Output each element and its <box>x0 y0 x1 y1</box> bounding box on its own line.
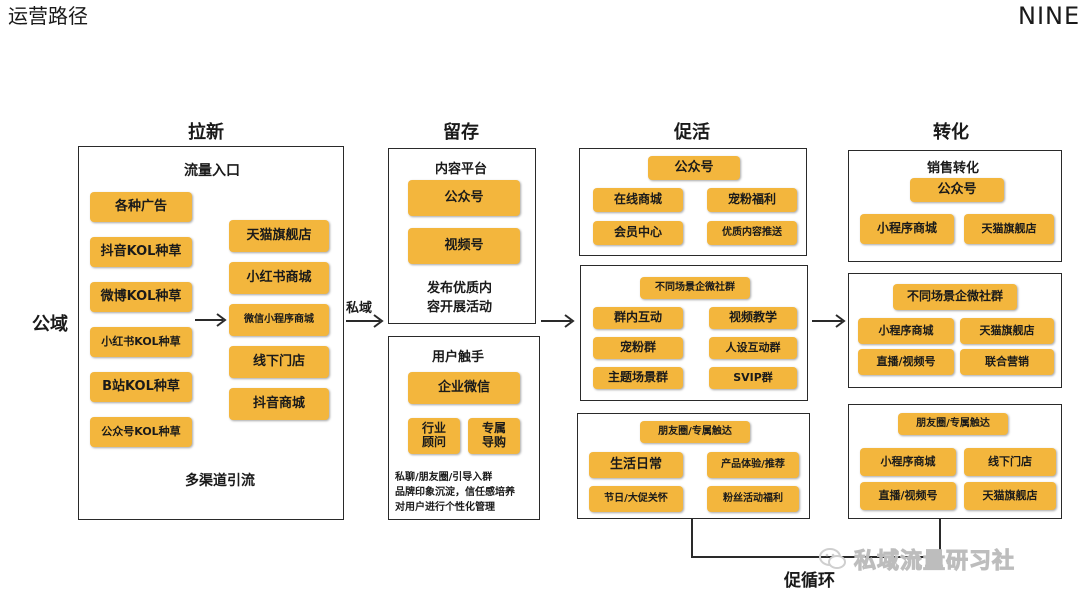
cuohuo-moments-item: 粉丝活动福利 <box>707 486 799 512</box>
liucun-touch-guide: 专属 导购 <box>468 418 520 454</box>
private-domain-label: 私域 <box>346 301 373 316</box>
advisor-line: 顾问 <box>421 435 446 449</box>
liucun-touch-advisor: 行业 顾问 <box>408 418 460 454</box>
watermark-text: 私域流量研习社 <box>853 549 1016 575</box>
cuohuo-community-item: SVIP群 <box>709 367 797 389</box>
zhuanhua-sales-title: 销售转化 <box>927 161 980 176</box>
cuohuo-community-head: 不同场景企微社群 <box>640 277 750 299</box>
cuohuo-community-item: 人设互动群 <box>709 337 797 359</box>
liucun-touch-main: 企业微信 <box>408 372 520 404</box>
wechat-icon <box>819 548 846 569</box>
guide-line: 导购 <box>481 435 506 449</box>
zhuanhua-moments-item: 天猫旗舰店 <box>964 482 1056 510</box>
liucun-content-item: 公众号 <box>408 180 520 216</box>
cuohuo-community-item: 宠粉群 <box>593 337 683 359</box>
zhuanhua-community-item: 天猫旗舰店 <box>960 318 1054 344</box>
lanxin-right-item: 小红书商城 <box>229 262 329 294</box>
cuohuo-official-head: 公众号 <box>648 156 740 180</box>
lanxin-left-item: 小红书KOL种草 <box>90 327 192 357</box>
advisor-line: 行业 <box>421 421 446 436</box>
zhuanhua-sales-item: 小程序商城 <box>860 214 954 244</box>
arrow-icon <box>812 314 846 328</box>
arrow-icon <box>346 314 384 328</box>
cuohuo-moments-item: 生活日常 <box>589 452 683 478</box>
cuohuo-community-item: 群内互动 <box>593 307 683 329</box>
arrow-icon <box>541 314 575 328</box>
brand-logo: NINE <box>1018 2 1080 30</box>
cuohuo-official-item: 会员中心 <box>593 221 683 245</box>
zhuanhua-community-item: 联合营销 <box>960 349 1054 375</box>
arrow-icon <box>195 313 227 327</box>
lanxin-left-item: 微博KOL种草 <box>90 282 192 312</box>
lanxin-right-item: 线下门店 <box>229 346 329 378</box>
lanxin-heading: 流量入口 <box>184 163 240 179</box>
loop-connector <box>691 519 941 558</box>
cuohuo-moments-head: 朋友圈/专属触达 <box>640 421 750 443</box>
zhuanhua-community-item: 直播/视频号 <box>858 349 954 375</box>
cuohuo-official-item: 宠粉福利 <box>707 188 797 212</box>
zhuanhua-moments-item: 线下门店 <box>964 448 1056 476</box>
guide-line: 专属 <box>481 421 506 436</box>
cuohuo-official-item: 在线商城 <box>593 188 683 212</box>
lanxin-right-item: 抖音商城 <box>229 388 329 420</box>
watermark: 私域流量研习社 <box>818 543 1015 575</box>
zhuanhua-moments-item: 小程序商城 <box>860 448 956 476</box>
loop-label: 促循环 <box>780 566 839 591</box>
zhuanhua-moments-item: 直播/视频号 <box>860 482 956 510</box>
lanxin-left-item: 各种广告 <box>90 192 192 222</box>
liucun-touch-heading: 用户触手 <box>432 350 485 365</box>
zhuanhua-sales-item: 天猫旗舰店 <box>964 214 1054 244</box>
cuohuo-moments-item: 节日/大促关怀 <box>589 486 683 512</box>
stage-zhuanhua: 转化 <box>933 122 969 143</box>
zhuanhua-community-item: 小程序商城 <box>858 318 954 344</box>
cuohuo-moments-item: 产品体验/推荐 <box>707 452 799 478</box>
lanxin-right-item: 天猫旗舰店 <box>229 220 329 252</box>
cuohuo-community-item: 主题场景群 <box>593 367 683 389</box>
liucun-content-note: 容开展活动 <box>427 300 493 315</box>
stage-lanxin: 拉新 <box>188 122 224 143</box>
cuohuo-community-item: 视频教学 <box>709 307 797 329</box>
liucun-content-note: 发布优质内 <box>427 281 493 296</box>
zhuanhua-community-head: 不同场景企微社群 <box>893 284 1017 310</box>
liucun-content-item: 视频号 <box>408 228 520 264</box>
lanxin-left-item: 抖音KOL种草 <box>90 237 192 267</box>
lanxin-footer: 多渠道引流 <box>185 473 255 489</box>
liucun-touch-note: 品牌印象沉淀，信任感培养 <box>395 487 515 498</box>
public-domain-label: 公域 <box>32 314 68 335</box>
liucun-touch-note: 私聊/朋友圈/引导入群 <box>395 472 493 483</box>
stage-liucun: 留存 <box>443 122 479 143</box>
liucun-touch-note: 对用户进行个性化管理 <box>395 502 495 513</box>
stage-cuohuo: 促活 <box>674 122 710 143</box>
lanxin-left-item: B站KOL种草 <box>90 372 192 402</box>
liucun-content-heading: 内容平台 <box>435 162 488 177</box>
zhuanhua-sales-head: 公众号 <box>910 178 1004 202</box>
zhuanhua-moments-head: 朋友圈/专属触达 <box>898 413 1008 435</box>
lanxin-right-item: 微信小程序商城 <box>229 304 329 336</box>
lanxin-left-item: 公众号KOL种草 <box>90 417 192 447</box>
cuohuo-official-item: 优质内容推送 <box>707 221 797 245</box>
page-title: 运营路径 <box>8 4 88 28</box>
